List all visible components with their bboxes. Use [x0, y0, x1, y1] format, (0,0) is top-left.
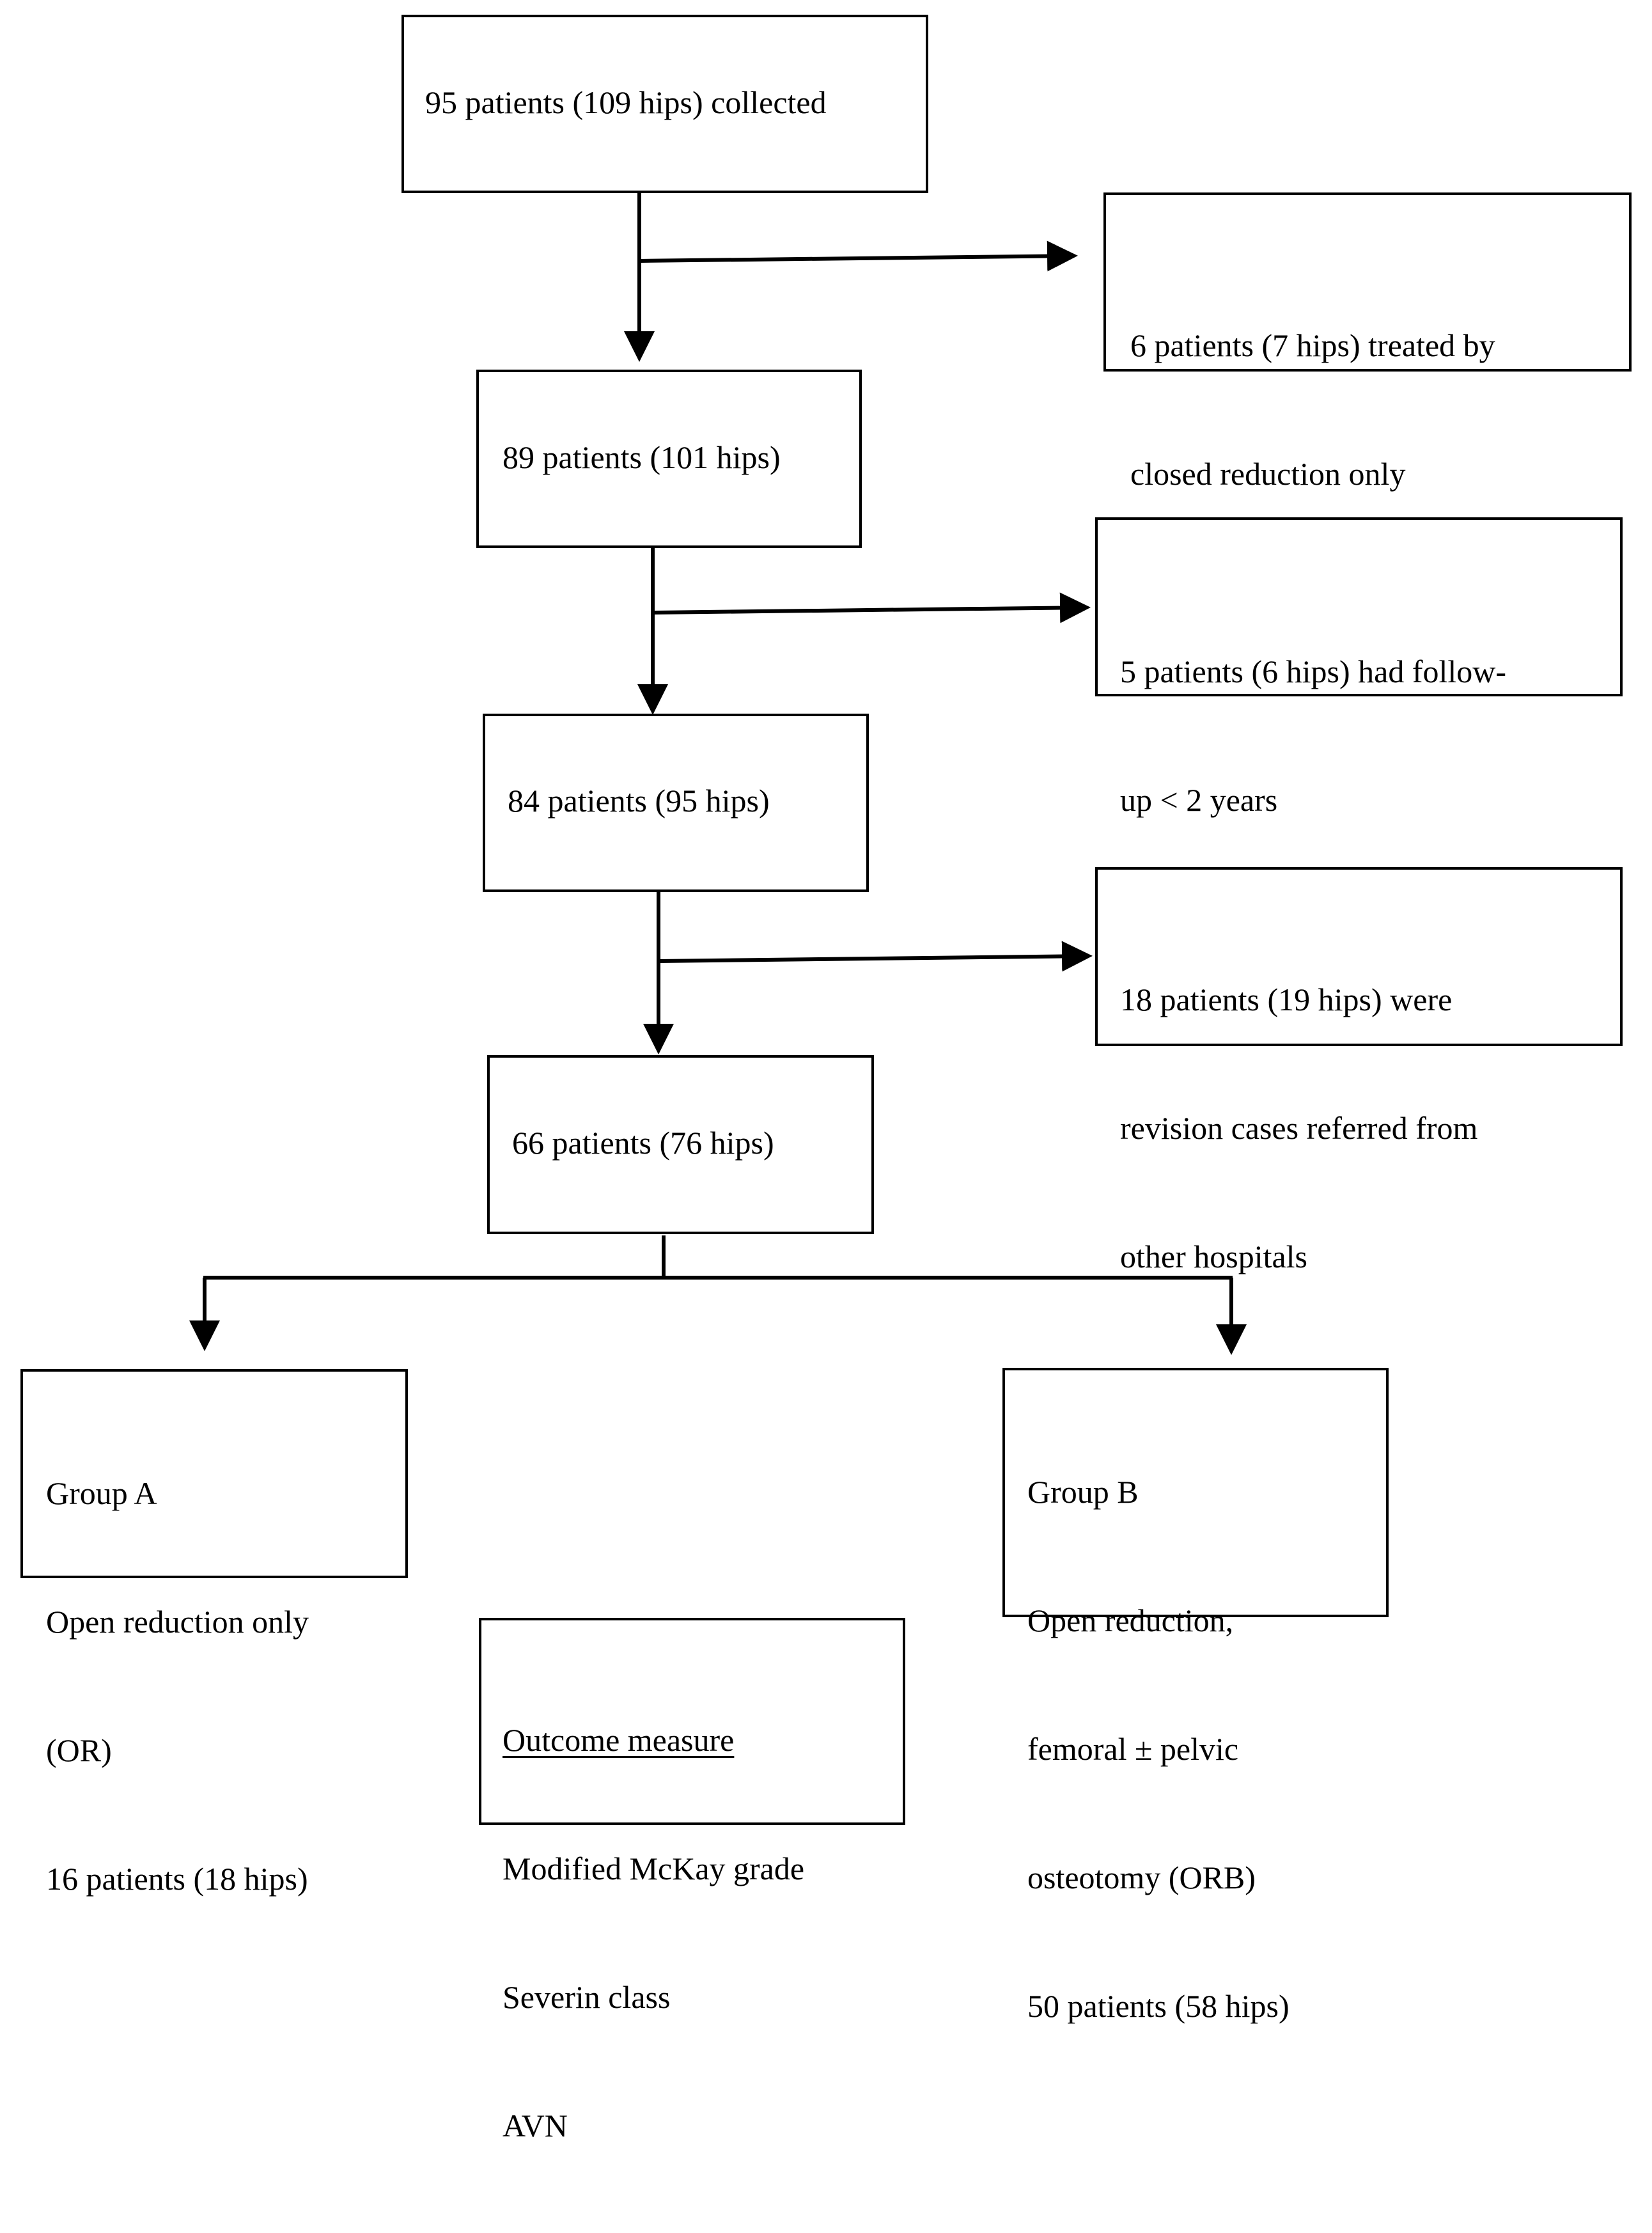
- group-a-line: Group A: [46, 1475, 157, 1511]
- outcome-item: Severin class: [503, 1979, 671, 2015]
- outcome-item: AVN: [503, 2108, 568, 2143]
- exclusion-line: 6 patients (7 hips) treated by: [1130, 327, 1495, 363]
- group-a-line: Open reduction only: [46, 1604, 309, 1640]
- group-b-line: Group B: [1027, 1474, 1139, 1510]
- exclusion-line: up < 2 years: [1120, 782, 1278, 818]
- group-b-line: osteotomy (ORB): [1027, 1860, 1256, 1895]
- stage-label: 95 patients (109 hips) collected: [425, 84, 827, 120]
- exclusion-box-3: 18 patients (19 hips) were revision case…: [1095, 867, 1623, 1274]
- stage-label: 84 patients (95 hips): [508, 783, 770, 819]
- exclusion-line: closed reduction only: [1130, 456, 1406, 492]
- stage-box-3: 84 patients (95 hips): [483, 714, 869, 892]
- group-b-line: Open reduction,: [1027, 1602, 1234, 1638]
- exclusion-line: revision cases referred from: [1120, 1110, 1478, 1146]
- group-b-line: femoral ± pelvic: [1027, 1731, 1239, 1767]
- group-a-line: (OR): [46, 1732, 112, 1768]
- exclusion-box-1: 6 patients (7 hips) treated by closed re…: [1103, 192, 1632, 492]
- exclusion-line: 18 patients (19 hips) were: [1120, 982, 1453, 1017]
- outcome-box: Outcome measure Modified McKay grade Sev…: [479, 1618, 905, 2143]
- group-b-line: 50 patients (58 hips): [1027, 1988, 1290, 2024]
- stage-label: 66 patients (76 hips): [512, 1125, 774, 1161]
- group-a-line: 16 patients (18 hips): [46, 1861, 308, 1897]
- arrow-exclusion-1: [639, 240, 1078, 272]
- outcome-heading: Outcome measure: [503, 1722, 735, 1758]
- flowchart: 95 patients (109 hips) collected 6 patie…: [20, 15, 1632, 2143]
- outcome-item: Modified McKay grade: [503, 1851, 805, 1886]
- arrow-exclusion-3: [658, 941, 1093, 972]
- exclusion-line: other hospitals: [1120, 1239, 1308, 1274]
- group-a-box: Group A Open reduction only (OR) 16 pati…: [20, 1369, 408, 1897]
- exclusion-line: 5 patients (6 hips) had follow-: [1120, 654, 1507, 689]
- group-b-box: Group B Open reduction, femoral ± pelvic…: [1002, 1368, 1389, 2024]
- exclusion-box-2: 5 patients (6 hips) had follow- up < 2 y…: [1095, 517, 1623, 818]
- stage-label: 89 patients (101 hips): [503, 439, 781, 475]
- arrow-exclusion-2: [652, 592, 1091, 623]
- stage-box-2: 89 patients (101 hips): [476, 370, 862, 548]
- stage-box-4: 66 patients (76 hips): [487, 1055, 874, 1234]
- stage-box-1: 95 patients (109 hips) collected: [401, 15, 928, 193]
- connector-lines: [189, 193, 1247, 1355]
